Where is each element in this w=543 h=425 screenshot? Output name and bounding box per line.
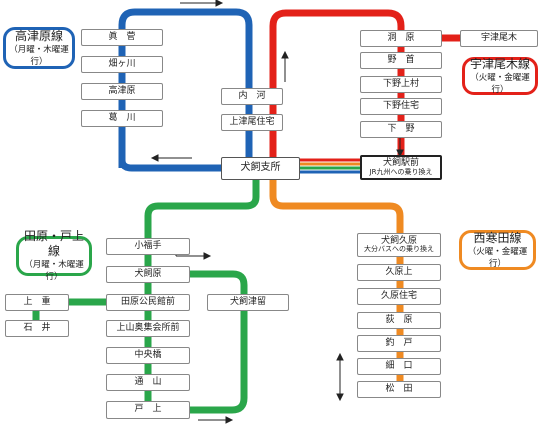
- stop-togami: 戸 上: [106, 401, 190, 419]
- arrow-updown-icon: [336, 352, 344, 402]
- stop-kokuhara-transfer: 大分バスへの乗り換え: [364, 245, 434, 254]
- stop-tsurido: 釣 戸: [357, 335, 441, 352]
- stop-kusugawa: 葛 川: [81, 110, 163, 127]
- stop-tabaru-kominkan: 田原公民館前: [106, 294, 190, 311]
- stop-kamiyama: 上山奥集会所前: [106, 320, 190, 337]
- blue-line-bottom: [118, 159, 224, 172]
- uzuo-line: [269, 9, 405, 160]
- stop-chuobashi: 中央橋: [106, 347, 190, 364]
- stop-hatagawa: 畑ヶ川: [81, 56, 163, 73]
- stop-tooriyama: 通 山: [106, 374, 190, 391]
- stop-shimono-kami: 下野上村: [360, 76, 442, 93]
- legend-tabaru: 田原・戸上線 （月曜・木曜運行）: [16, 229, 92, 282]
- stop-matsuda: 松 田: [357, 381, 441, 398]
- stop-ishii: 石 井: [5, 320, 69, 337]
- legend-takatsuhara-name: 高津原線: [14, 28, 63, 43]
- stop-makomo: 眞 菅: [81, 29, 163, 46]
- stop-shimono: 下 野: [360, 121, 442, 138]
- nishisamuta-line: [269, 180, 404, 392]
- arrow-right-icon: [180, 0, 224, 7]
- stop-inukai-tsudome: 犬飼津留: [207, 294, 289, 311]
- stop-inukai-shisho: 犬飼支所: [221, 157, 300, 180]
- stop-ekimae-name: 犬飼駅前: [382, 158, 419, 169]
- stop-uzuogi: 宇津尾木: [460, 30, 538, 47]
- stop-kofukute: 小福手: [106, 238, 190, 255]
- stop-kokuhara-name: 犬飼久原: [380, 235, 417, 246]
- legend-uzuo-name: 宇津尾木線: [469, 56, 530, 71]
- legend-takatsuhara-days: （月曜・木曜運行）: [9, 44, 69, 67]
- legend-uzuo: 宇津尾木線 （火曜・金曜運行）: [462, 57, 538, 95]
- stop-nono: 野 首: [360, 52, 442, 69]
- stop-uchikawa: 内 河: [221, 88, 283, 105]
- arrow-left-icon: [150, 154, 192, 162]
- stop-kamishige: 上 重: [5, 294, 69, 311]
- arrow-right-icon: [198, 416, 234, 424]
- stop-hosoguchi: 細 口: [357, 358, 441, 375]
- stop-inukaibara: 犬飼原: [106, 266, 190, 283]
- stop-ogihara: 荻 原: [357, 312, 441, 329]
- stop-inukai-ekimae: 犬飼駅前 JR九州への乗り換え: [360, 155, 442, 180]
- legend-nishisamuta: 西寒田線 （火曜・金曜運行）: [459, 230, 536, 270]
- legend-takatsuhara: 高津原線 （月曜・木曜運行）: [3, 27, 75, 69]
- takatsuhara-line: [118, 8, 253, 168]
- stop-takatsuhara: 高津原: [81, 83, 163, 100]
- arrow-up-icon: [281, 50, 289, 82]
- stop-shimono-jutaku: 下野住宅: [360, 98, 442, 115]
- legend-tabaru-days: （月曜・木曜運行）: [24, 260, 84, 282]
- legend-uzuo-days: （火曜・金曜運行）: [470, 72, 530, 95]
- stop-doubara: 洞 原: [360, 30, 442, 47]
- stop-kamitsuo: 上津尾住宅: [221, 114, 283, 131]
- legend-nishisamuta-name: 西寒田線: [473, 230, 522, 245]
- stop-kuhara-kami: 久原上: [357, 264, 441, 281]
- legend-nishisamuta-days: （火曜・金曜運行）: [467, 246, 528, 269]
- stop-inukai-kokuhara: 犬飼久原 大分バスへの乗り換え: [357, 233, 441, 257]
- stop-ekimae-transfer: JR九州への乗り換え: [369, 167, 433, 176]
- arrow-right-icon: [176, 252, 212, 260]
- stop-kuhara-jutaku: 久原住宅: [357, 288, 441, 305]
- legend-tabaru-name: 田原・戸上線: [23, 229, 84, 258]
